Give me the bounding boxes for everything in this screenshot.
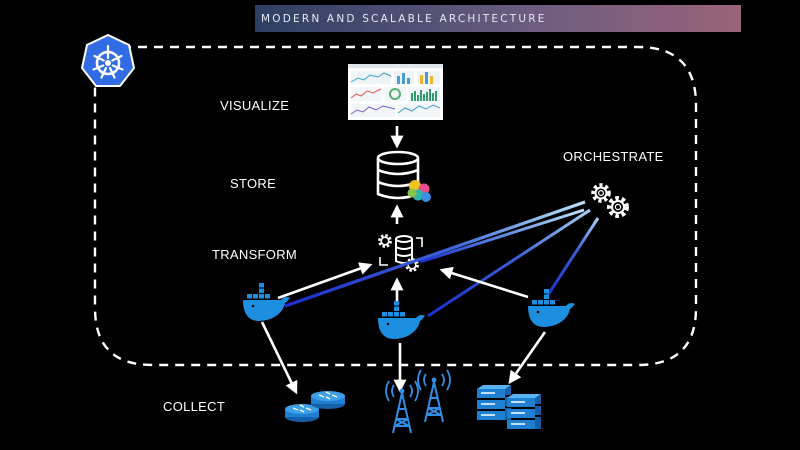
arrow-collector-right-to-servers [508,331,547,385]
data-flow-arrows [260,126,547,395]
orchestration-link-left [284,200,586,308]
orchestration-link-right [544,217,600,299]
database-icon [376,150,431,202]
stage-label-transform: TRANSFORM [212,247,298,262]
stage-label-collect: COLLECT [163,399,226,414]
radio-tower-icon [417,369,451,423]
title-banner: MODERN AND SCALABLE ARCHITECTURE [255,5,741,32]
gears-icon [591,183,629,218]
slide-title: MODERN AND SCALABLE ARCHITECTURE [261,12,547,25]
dashboard-screenshot-icon [348,64,443,120]
arrow-collector-left-to-routers [260,321,298,395]
orchestration-link-center [427,208,591,318]
network-router-icon [310,390,346,410]
kubernetes-helm-icon [80,33,136,87]
elastic-cluster-icon [407,180,431,202]
stage-label-store: STORE [230,176,277,191]
orchestration-links [284,200,600,318]
arrow-collector-left-to-transform [277,262,373,300]
orchestration-link-transform [419,208,585,264]
stage-label-orchestrate: ORCHESTRATE [563,149,664,164]
stage-label-visualize: VISUALIZE [220,98,290,113]
docker-whale-icon [378,301,425,339]
docker-whale-icon [243,283,290,321]
kubernetes-cluster-boundary [93,45,698,367]
server-rack-icon [507,394,541,429]
radio-tower-icon [385,380,419,434]
docker-whale-icon [528,289,575,327]
arrow-collector-right-to-transform [439,266,529,299]
server-rack-icon [477,385,511,420]
